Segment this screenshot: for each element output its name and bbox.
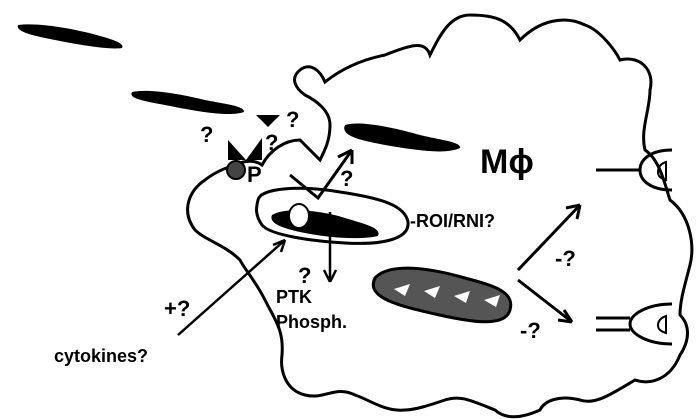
phagosome-vesicle — [289, 204, 309, 228]
bacillus-top-left — [18, 24, 123, 48]
question-mark-1: ? — [200, 122, 213, 147]
receptor-upper-cup — [640, 150, 672, 190]
minus-question-upper: -? — [555, 246, 576, 271]
cytokines-label: cytokines? — [54, 346, 148, 366]
bacillus-middle-left — [131, 91, 244, 114]
ptk-label: PTK — [276, 287, 312, 307]
plus-question-label: +? — [164, 296, 190, 321]
question-mark-2: ? — [286, 107, 299, 132]
question-mark-4: ? — [340, 166, 353, 191]
minus-question-lower: -? — [520, 318, 541, 343]
phosphate-label: P — [247, 162, 262, 187]
receptor-notch — [228, 138, 262, 160]
receptor-lower-tip — [658, 316, 666, 333]
macrophage-label: Mϕ — [480, 143, 534, 181]
ptk-question-mark: ? — [298, 263, 311, 288]
bacillus-surface — [344, 123, 460, 151]
organelle-hatched — [373, 268, 510, 322]
ligand-triangle — [256, 115, 280, 127]
phosph-label: Phosph. — [276, 312, 347, 332]
phosphate-circle — [227, 161, 245, 179]
question-mark-3: ? — [265, 130, 278, 155]
phagosome-bacillus — [271, 210, 378, 238]
roi-rni-label: -ROI/RNI? — [410, 211, 495, 231]
